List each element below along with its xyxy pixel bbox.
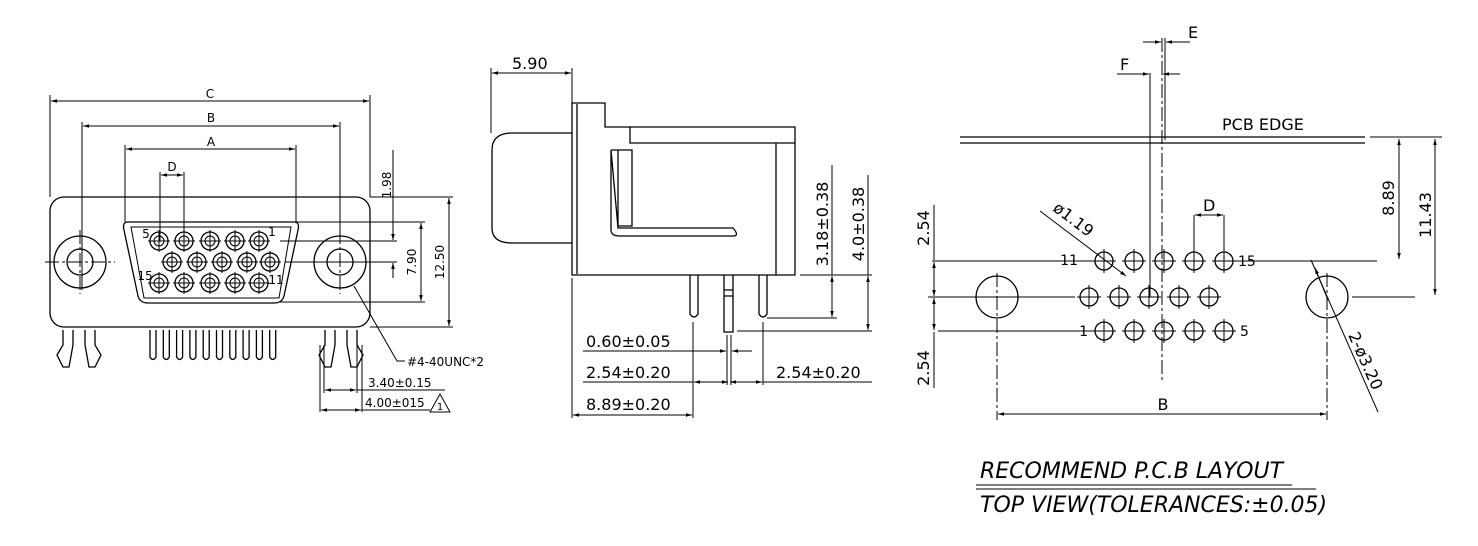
pcb-pin-hole: [1107, 285, 1131, 309]
contact-pin: [224, 272, 246, 294]
solder-tail: [189, 330, 197, 361]
dim-8-89-label: 8.89: [1379, 180, 1398, 216]
front-pins: [148, 230, 281, 294]
contact-pin: [199, 230, 221, 252]
solder-tail: [162, 330, 170, 361]
side-pins: [689, 275, 768, 333]
contact-pin: [161, 251, 183, 273]
pcb-pin-hole: [1137, 285, 1161, 309]
solder-tail: [242, 330, 250, 361]
pcb-pin-hole: [1092, 319, 1116, 343]
dim-11-43-label: 11.43: [1416, 192, 1435, 238]
pcb-pin-hole: [1122, 319, 1146, 343]
pcb-pin-hole: [1197, 285, 1221, 309]
solder-tails: [149, 330, 277, 361]
thread-note: #4-40UNC*2: [407, 355, 484, 369]
pin-11-label: 11: [268, 273, 283, 287]
pin-5-label: 5: [142, 227, 150, 241]
mount-hole-left: [45, 230, 115, 294]
contact-pin: [248, 272, 270, 294]
dim-e-label: E: [1188, 23, 1198, 42]
pcb-pin-11-label: 11: [1060, 253, 1078, 269]
dim-1-98-label: 1.98: [380, 172, 394, 199]
dim-2-54-bottom-label: 2.54: [914, 350, 933, 386]
d-sub-shell: [122, 221, 300, 304]
pcb-pin-hole: [1212, 319, 1236, 343]
contact-pin: [259, 251, 281, 273]
contact-pin: [248, 230, 270, 252]
solder-tail: [269, 330, 277, 361]
dim-d-label: D: [167, 160, 176, 174]
contact-pin: [173, 272, 195, 294]
pcb-mount-hole-right: [1305, 273, 1349, 420]
dim-a-label: A: [207, 135, 216, 149]
solder-tail: [229, 330, 237, 361]
dim-c-label: C: [206, 87, 214, 101]
revision-triangle: [429, 392, 451, 413]
dim-2-54-right-label: 2.54±0.20: [776, 363, 861, 382]
pcb-pin-hole: [1152, 319, 1176, 343]
dim-12-50-label: 12.50: [433, 245, 447, 279]
pcb-edge-label: PCB EDGE: [1222, 115, 1304, 134]
body-outline: [571, 102, 796, 276]
pcb-pin-hole: [1122, 249, 1146, 273]
boardlock-right: [318, 330, 364, 368]
hole-diameter-label: ø1.19: [1050, 198, 1098, 241]
pcb-pin-15-label: 15: [1238, 254, 1256, 270]
dim-3-40-label: 3.40±0.15: [368, 376, 432, 390]
dim-b-label: B: [1158, 395, 1169, 414]
dim-7-90-label: 7.90: [405, 249, 419, 276]
mount-hole-label: 2-ø3.20: [1344, 329, 1386, 393]
dim-0-60-label: 0.60±0.05: [586, 332, 671, 351]
front-view: C B A D 1.98 7.90 12.50 5 1 15 11 #4-40U…: [45, 87, 484, 413]
revision-mark: 1: [437, 402, 443, 413]
solder-tail: [255, 330, 264, 361]
boardlock-left: [56, 330, 102, 368]
dim-2-54-top-label: 2.54: [914, 210, 933, 246]
dim-f-label: F: [1120, 55, 1129, 74]
solder-tail: [175, 330, 184, 361]
solder-tail: [215, 330, 224, 361]
layout-title-line1: RECOMMEND P.C.B LAYOUT: [980, 459, 1285, 484]
solder-tail: [202, 330, 210, 361]
dim-8-89-label: 8.89±0.20: [586, 395, 671, 414]
d-sub-shell-inner: [130, 226, 292, 299]
pin-1-label: 1: [268, 225, 276, 239]
dim-3-18-label: 3.18±0.38: [813, 182, 832, 267]
contact-pin: [199, 272, 221, 294]
layout-title-line2: TOP VIEW(TOLERANCES:±0.05): [980, 493, 1327, 518]
contact-pin: [148, 230, 170, 252]
dim-4-00-label: 4.00±015: [365, 396, 425, 410]
pcb-pin-1-label: 1: [1079, 324, 1088, 340]
pcb-layout: PCB EDGE E F 2.54 2.54 8.89 11.43 D ø1.1…: [914, 23, 1442, 518]
dim-b-label: B: [207, 111, 215, 125]
pcb-pin-hole: [1077, 285, 1101, 309]
dim-2-54-left-label: 2.54±0.20: [586, 363, 671, 382]
contact-pin: [211, 251, 233, 273]
dim-4-0-label: 4.0±0.38: [849, 187, 868, 261]
pin-15-label: 15: [137, 269, 152, 283]
dim-5-90-label: 5.90: [512, 54, 548, 73]
solder-tail: [149, 330, 157, 361]
contact-pin: [148, 272, 170, 294]
contact-pin: [236, 251, 258, 273]
contact-pin: [224, 230, 246, 252]
side-view: 5.90 3.18±0.38 4.0±0.38 0.60±0.05 2.54±0…: [490, 54, 872, 418]
body-detail: [629, 127, 795, 275]
contact-housing: [610, 149, 738, 237]
shell-nose: [491, 132, 572, 244]
dim-d-label: D: [1203, 196, 1215, 215]
pcb-mount-hole-left: [975, 273, 1019, 420]
pcb-pin-holes: [1077, 249, 1236, 343]
pcb-pin-hole: [1182, 319, 1206, 343]
contact-pin: [186, 251, 208, 273]
pcb-pin-hole: [1167, 285, 1191, 309]
pcb-pin-hole: [1152, 249, 1176, 273]
pcb-pin-5-label: 5: [1240, 324, 1249, 340]
